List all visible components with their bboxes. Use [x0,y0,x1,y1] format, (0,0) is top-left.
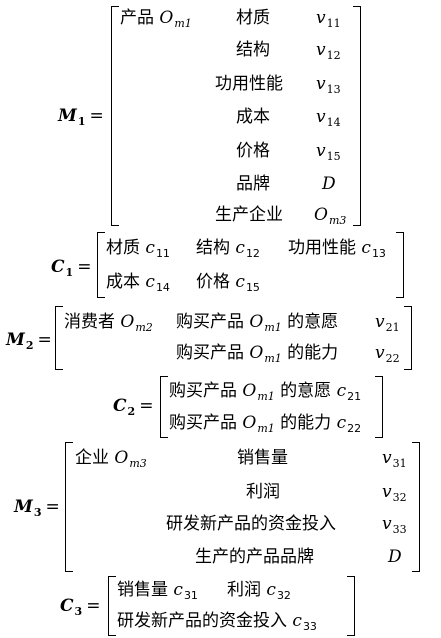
m3-attr-2: 利润 [246,482,280,502]
m2-right-bracket [404,306,412,370]
c1-lhs: C1= [51,257,92,279]
m3-object: 企业 Om3 [75,448,147,470]
m1-attr-6: 品牌 [236,174,270,194]
m1-val-6: D [322,174,336,194]
c2-left-bracket [160,376,168,438]
m3-attr-4: 生产的产品品牌 [195,547,314,567]
m2-left-bracket [55,306,63,370]
c3-left-bracket [108,576,116,636]
m3-attr-3: 研发新产品的资金投入 [166,514,336,534]
m3-val-4: D [388,547,402,567]
m1-attr-3: 功用性能 [215,74,283,94]
m3-val-2: v32 [382,482,407,504]
m2-attr-1: 购买产品 Om1 的意愿 [176,312,339,334]
m1-attr-1: 材质 [236,8,270,28]
m3-left-bracket [65,442,73,572]
m2-attr-2: 购买产品 Om1 的能力 [176,343,339,365]
c1-item-4: 成本 c14 [106,272,170,294]
c3-item-2: 利润 c32 [227,580,291,602]
m3-right-bracket [412,442,420,572]
c1-item-5: 价格 c15 [196,272,260,294]
m3-val-1: v31 [382,448,407,470]
m1-object: 产品 Om1 [120,8,192,30]
m1-val-1: v11 [316,8,341,30]
m1-attr-4: 成本 [236,107,270,127]
m1-attr-7: 生产企业 [215,205,283,225]
m1-lhs: M1= [58,106,104,128]
m1-attr-2: 结构 [236,40,270,60]
c2-right-bracket [375,376,383,438]
m2-object: 消费者 Om2 [64,312,153,334]
m2-lhs: M2= [6,330,52,352]
m2-val-2: v22 [375,343,400,365]
m1-right-bracket [353,6,361,226]
c1-item-1: 材质 c11 [106,238,170,260]
m1-val-3: v13 [316,74,341,96]
c2-item-2: 购买产品 Om1 的能力 c22 [169,413,362,435]
m3-attr-1: 销售量 [237,448,288,468]
m3-val-3: v33 [382,514,407,536]
m1-val-7: Om3 [314,205,347,227]
c3-item-3: 研发新产品的资金投入 c33 [117,611,317,633]
c3-item-1: 销售量 c31 [117,580,198,602]
c1-item-2: 结构 c12 [196,238,260,260]
m1-attr-5: 价格 [236,141,270,161]
m1-left-bracket [111,6,119,226]
m3-lhs: M3= [14,497,60,519]
m1-val-4: v14 [316,107,341,129]
m1-val-5: v15 [316,141,341,163]
c1-right-bracket [396,232,404,298]
c2-lhs: C2= [113,396,154,418]
c1-item-3: 功用性能 c13 [288,238,386,260]
m2-val-1: v21 [375,312,400,334]
c3-right-bracket [347,576,355,636]
c1-left-bracket [97,232,105,298]
c3-lhs: C3= [60,596,101,618]
c2-item-1: 购买产品 Om1 的意愿 c21 [169,381,362,403]
m1-val-2: v12 [316,40,341,62]
